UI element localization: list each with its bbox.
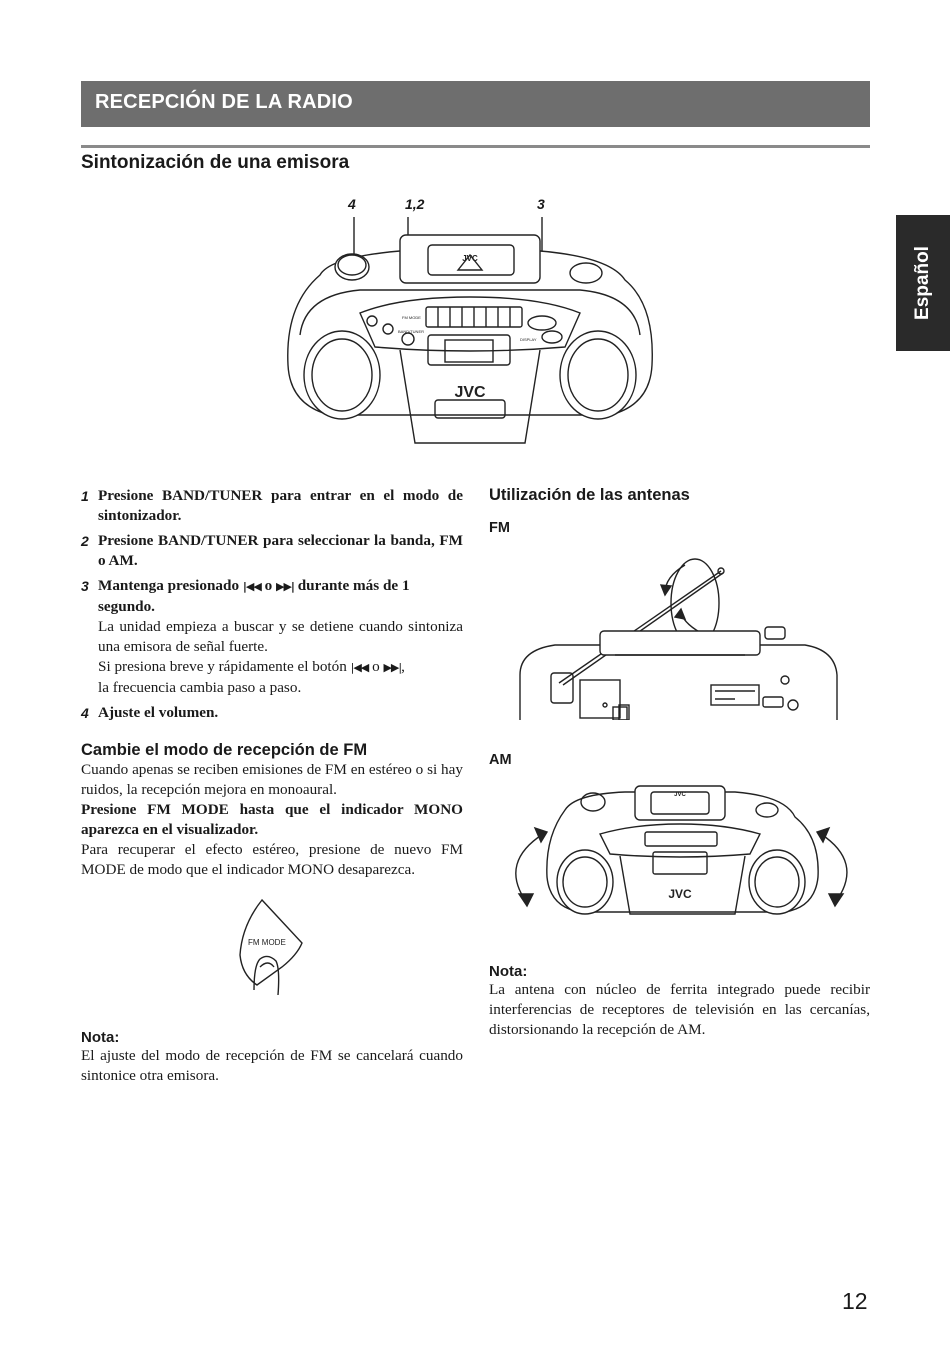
next-track-icon: ▶▶| (383, 661, 402, 674)
note-right-text: La antena con núcleo de ferrita integrad… (489, 981, 870, 1038)
step-4: 4 Ajuste el volumen. (81, 703, 463, 723)
antennas-heading: Utilización de las antenas (489, 486, 690, 504)
fm-mode-para1: Cuando apenas se reciben emisiones de FM… (81, 761, 463, 798)
am-boombox-top-brand: JVC (674, 792, 686, 798)
step-text-part: durante más de 1 segundo. (98, 577, 410, 615)
step-note: Si presiona breve y rápidamente el botón… (98, 657, 463, 678)
note-left-title: Nota: (81, 1029, 120, 1046)
callout-4: 4 (348, 196, 356, 212)
callout-3: 3 (537, 196, 545, 212)
page-title: RECEPCIÓN DE LA RADIO (95, 91, 353, 113)
step-number: 1 (81, 488, 89, 504)
fm-mode-button-illustration: FM MODE (239, 898, 303, 996)
step-text: Presione BAND/TUNER para seleccionar la … (98, 532, 463, 569)
language-tab: Español (896, 215, 950, 351)
section-rule (81, 145, 870, 148)
am-boombox-brand: JVC (668, 887, 692, 901)
step-note: la frecuencia cambia paso a paso. (98, 679, 302, 696)
step-3: 3 Mantenga presionado |◀◀ o ▶▶| durante … (81, 576, 463, 698)
prev-track-icon: |◀◀ (242, 580, 262, 593)
language-tab-label: Español (912, 246, 933, 320)
callout-1-2: 1,2 (405, 196, 425, 212)
step-number: 3 (81, 578, 89, 594)
step-text: Ajuste el volumen. (98, 704, 219, 721)
fm-antenna-illustration (519, 558, 838, 720)
fm-mode-button-label: FM MODE (248, 938, 286, 947)
step-text-part: o (260, 577, 276, 594)
step-text: Presione BAND/TUNER para entrar en el mo… (98, 487, 463, 524)
step-text-part: Mantenga presionado (98, 577, 243, 594)
tuning-steps: 1 Presione BAND/TUNER para entrar en el … (81, 486, 463, 728)
fm-mode-label: FM MODE (402, 315, 421, 320)
next-track-icon: ▶▶| (276, 580, 295, 593)
step-number: 2 (81, 533, 89, 549)
am-antenna-label: AM (489, 752, 512, 768)
note-right: Nota: La antena con núcleo de ferrita in… (489, 963, 870, 1040)
note-right-title: Nota: (489, 963, 528, 980)
note-left: Nota: El ajuste del modo de recepción de… (81, 1029, 463, 1086)
fm-mode-section: Cambie el modo de recepción de FM Cuando… (81, 741, 463, 880)
step-2: 2 Presione BAND/TUNER para seleccionar l… (81, 531, 463, 571)
step-number: 4 (81, 705, 89, 721)
fm-antenna-label: FM (489, 520, 510, 536)
note-left-text: El ajuste del modo de recepción de FM se… (81, 1047, 463, 1084)
boombox-brand: JVC (454, 384, 486, 401)
section-title: Sintonización de una emisora (81, 152, 350, 173)
am-antenna-illustration: JVC JVC (515, 785, 848, 915)
step-note-part: Si presiona breve y rápidamente el botón (98, 658, 351, 675)
fm-mode-instruction: Presione FM MODE hasta que el indicador … (81, 801, 463, 838)
title-banner: RECEPCIÓN DE LA RADIO (81, 81, 870, 127)
boombox-front-illustration: JVC JVC FM MODE BAND/TUNER DISPLAY (287, 217, 653, 444)
step-note: La unidad empieza a buscar y se detiene … (98, 618, 463, 655)
step-1: 1 Presione BAND/TUNER para entrar en el … (81, 486, 463, 526)
fm-mode-heading: Cambie el modo de recepción de FM (81, 741, 368, 759)
page-number: 12 (842, 1288, 868, 1314)
band-tuner-label: BAND/TUNER (398, 329, 424, 334)
prev-track-icon: |◀◀ (350, 661, 370, 674)
display-label: DISPLAY (520, 337, 537, 342)
step-note-part: , (401, 658, 405, 675)
fm-mode-para2: Para recuperar el efecto estéreo, presio… (81, 841, 463, 878)
step-text: Mantenga presionado |◀◀ o ▶▶| durante má… (98, 576, 463, 617)
step-note-part: o (368, 658, 384, 675)
boombox-top-brand: JVC (462, 254, 478, 263)
